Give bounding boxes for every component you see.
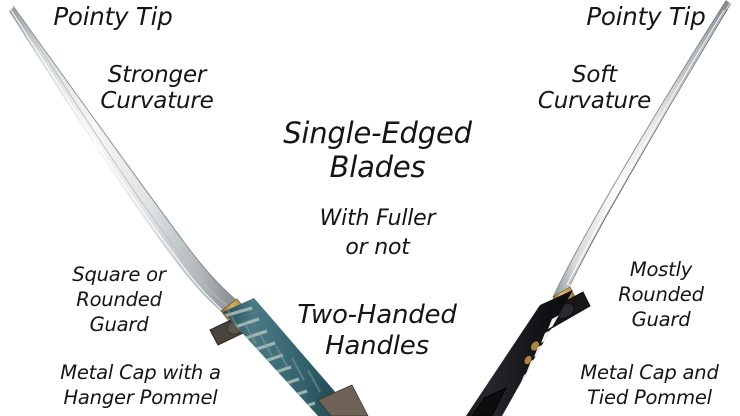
left-blade-hamon bbox=[14, 8, 229, 307]
right-blade-edge bbox=[552, 0, 727, 298]
left-blade-spine-highlight bbox=[10, 9, 224, 312]
label-right-guard: Mostly Rounded Guard bbox=[618, 258, 704, 331]
label-left-curvature: Stronger Curvature bbox=[100, 62, 214, 115]
left-handle-wrap-cross bbox=[227, 309, 321, 393]
label-center-title: Single-Edged Blades bbox=[283, 116, 472, 185]
label-right-pommel: Metal Cap and Tied Pommel bbox=[580, 361, 719, 410]
label-left-pommel: Metal Cap with a Hanger Pommel bbox=[60, 361, 221, 410]
right-pommel-cap bbox=[471, 387, 507, 416]
right-blade-fuller-highlight bbox=[566, 9, 725, 286]
left-pommel-cap bbox=[317, 384, 369, 416]
left-blade-edge bbox=[12, 5, 237, 301]
label-right-pointy-tip: Pointy Tip bbox=[586, 2, 706, 31]
right-handle-menuki bbox=[524, 341, 539, 365]
label-left-guard: Square or Rounded Guard bbox=[72, 263, 166, 336]
label-left-pointy-tip: Pointy Tip bbox=[53, 2, 173, 31]
label-center-fuller: With Fuller or not bbox=[319, 206, 436, 260]
right-blade-spine-highlight bbox=[568, 2, 731, 287]
label-center-handles: Two-Handed Handles bbox=[297, 300, 457, 362]
label-right-curvature: Soft Curvature bbox=[537, 62, 652, 115]
